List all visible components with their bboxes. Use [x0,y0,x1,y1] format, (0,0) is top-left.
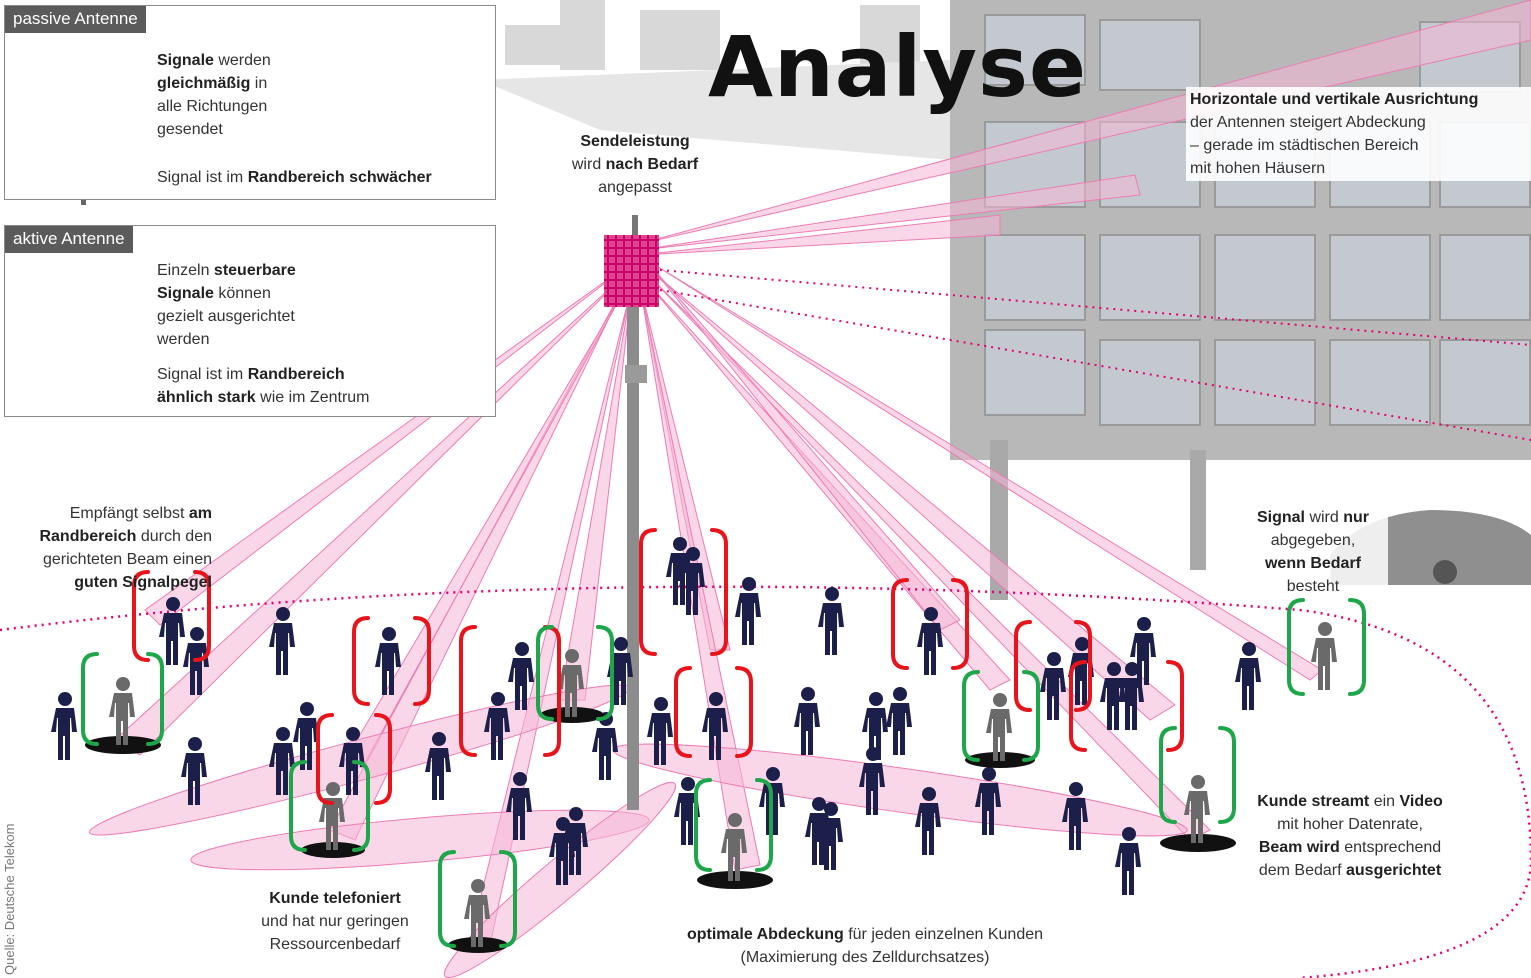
background-skyline [505,0,920,70]
active-antenna-description: Einzeln steuerbare Signale können geziel… [157,262,296,348]
active-antenna-edge-note: Signal ist im Randbereich ähnlich stark … [157,366,370,406]
coverage-note: optimale Abdeckung für jeden einzelnen K… [686,926,1044,966]
red-brackets [132,528,1184,805]
coverage-ring [0,269,1531,978]
passive-antenna-description: Signale werden gleichmäßig in alle Richt… [157,52,271,138]
passive-antenna-box: passive Antenne Signale werden gleichmäß… [4,5,496,200]
passive-antenna-header: passive Antenne [5,6,146,33]
active-antenna-box: aktive Antenne Einzeln steuerbare Signal… [4,225,496,417]
edge-receive-note: Empfängt selbst am Randbereich durch den… [39,505,212,591]
orientation-note: Horizontale und vertikale Ausrichtung de… [1186,87,1531,181]
on-demand-note: Signal wird nur abgegeben, wenn Bedarf b… [1238,506,1388,598]
video-note: Kunde streamt ein Video mit hoher Datenr… [1257,793,1443,879]
antenna-mast [604,215,659,810]
page-title: Analyse [708,18,1088,116]
active-antenna-header: aktive Antenne [5,226,133,253]
signal-beams [88,0,1531,978]
phone-note: Kunde telefoniert und hat nur geringen R… [261,890,409,953]
passive-antenna-edge-note: Signal ist im Randbereich schwächer [157,169,432,186]
green-brackets [81,598,1366,948]
power-note: Sendeleistung wird nach Bedarf angepasst [571,133,699,196]
customers [85,622,1337,953]
source-credit: Quelle: Deutsche Telekom [2,823,17,975]
